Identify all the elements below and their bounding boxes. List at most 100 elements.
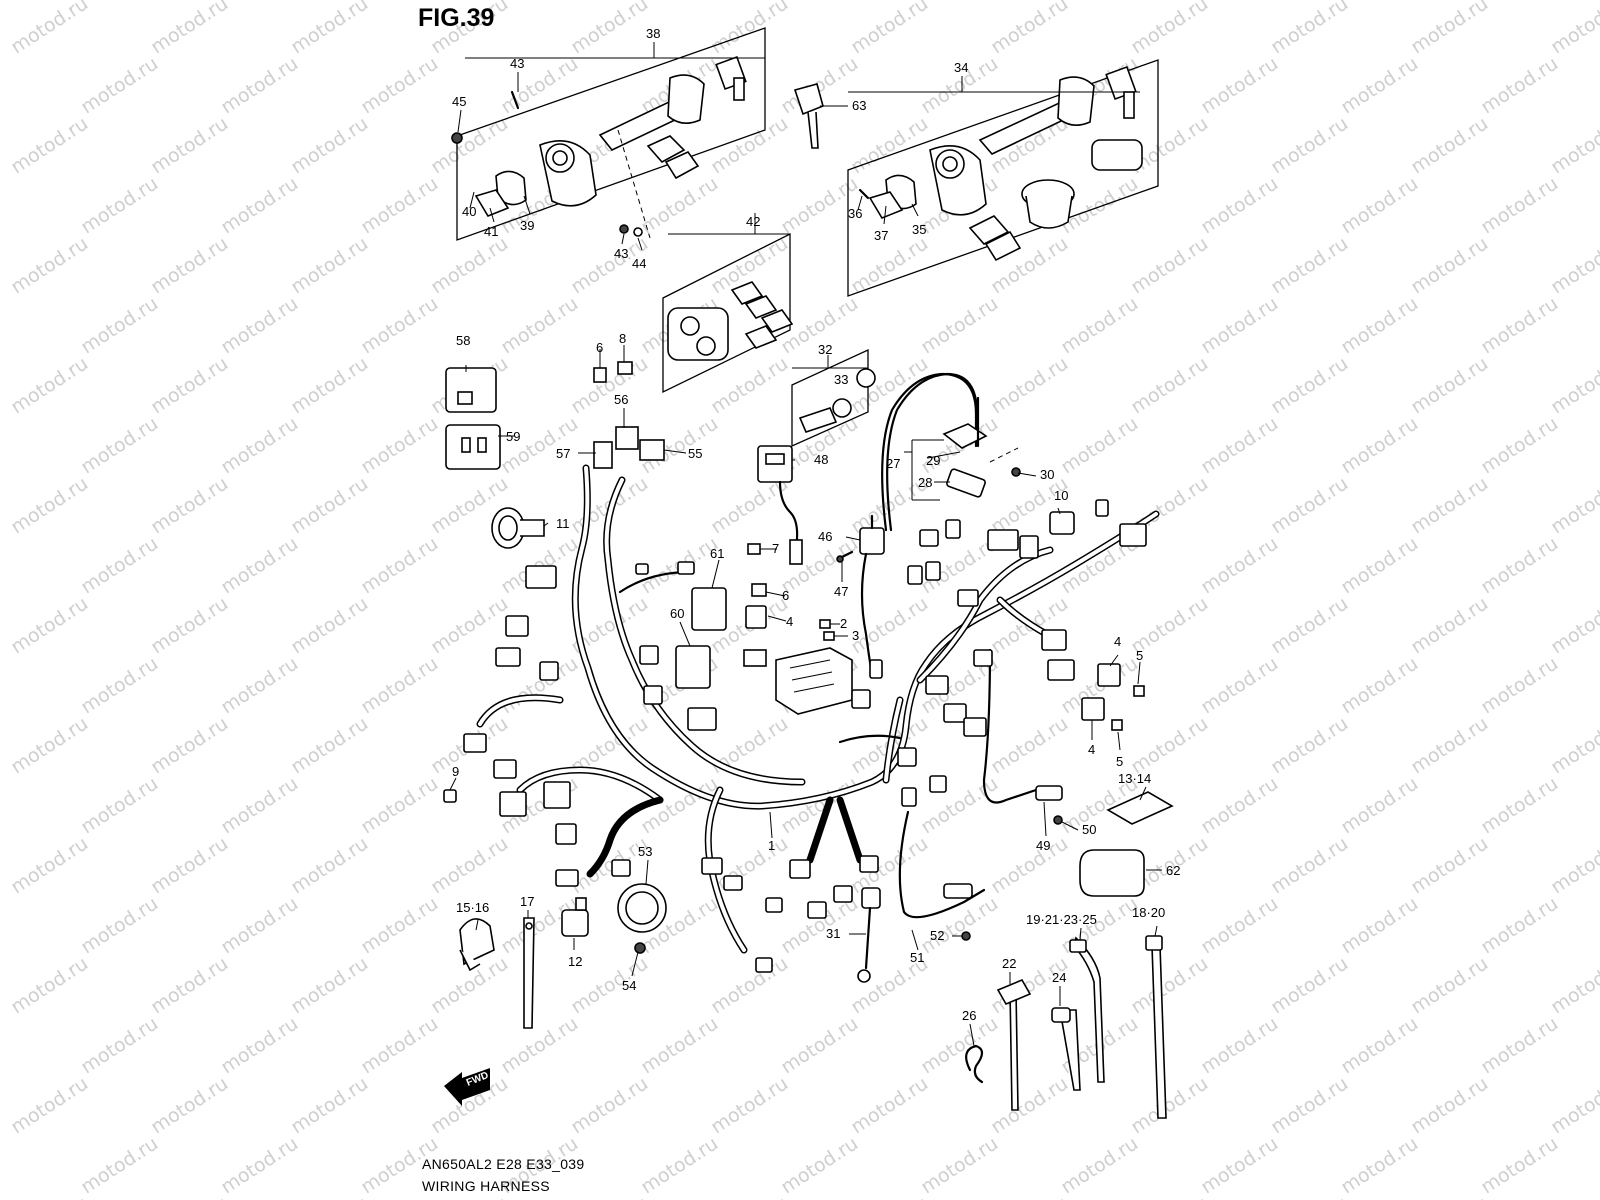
callout-58: 58: [456, 333, 470, 348]
fuse-8: [617, 361, 633, 375]
callout-13-14: 13·14: [1118, 771, 1151, 786]
ecu-62: [1079, 849, 1145, 897]
callout-10: 10: [1054, 488, 1068, 503]
callout-30: 30: [1040, 467, 1054, 482]
figure-title: FIG.39: [418, 4, 495, 32]
callout-45: 45: [452, 94, 466, 109]
figure-name: WIRING HARNESS: [422, 1178, 550, 1194]
callout-6-b: 6: [782, 588, 789, 603]
callout-43: 43: [510, 56, 524, 71]
callout-41: 41: [484, 224, 498, 239]
relay-10: [1049, 511, 1075, 535]
sensor-wire-51: [898, 810, 986, 919]
fuse-5-right-a: [1133, 685, 1145, 697]
callout-labels: 1 2 3 4 4 4 5 5 6 6 7 8 9 10 11 12 13·14…: [452, 26, 1180, 1089]
callout-42: 42: [746, 214, 760, 229]
callout-6: 6: [596, 340, 603, 355]
tie-18-20: [1145, 935, 1167, 1119]
callout-19-25: 19·21·23·25: [1026, 912, 1097, 927]
callout-46: 46: [818, 529, 832, 544]
fuse-holder-4-mid: [745, 605, 767, 629]
callout-29: 29: [926, 453, 940, 468]
callout-4: 4: [786, 614, 793, 629]
pad-13-14: [1106, 791, 1174, 825]
fuse-5-right-b: [1111, 719, 1123, 731]
sensor-49: [982, 648, 1063, 804]
ground-wire-31: [857, 887, 881, 983]
callout-24: 24: [1052, 970, 1066, 985]
callout-2: 2: [840, 616, 847, 631]
kit-box-42: [662, 232, 791, 394]
callout-55: 55: [688, 446, 702, 461]
screw-47: [836, 550, 854, 563]
callout-60: 60: [670, 606, 684, 621]
bolt-50: [1053, 815, 1063, 825]
tie-24: [1051, 1007, 1081, 1091]
callout-40: 40: [462, 204, 476, 219]
connector-48: [757, 445, 803, 565]
callout-9: 9: [452, 764, 459, 779]
kit-box-32: [791, 348, 869, 448]
kit-box-38: [456, 27, 766, 241]
callout-15-16: 15·16: [456, 900, 489, 915]
callout-49: 49: [1036, 838, 1050, 853]
callout-37: 37: [874, 228, 888, 243]
fuse-holder-4-right-a: [1097, 663, 1121, 687]
band-17: [523, 917, 535, 1029]
callout-36: 36: [848, 206, 862, 221]
cap-12: [561, 897, 589, 937]
ignition-switch-set-38: [451, 55, 747, 239]
callout-12: 12: [568, 954, 582, 969]
callout-17: 17: [520, 894, 534, 909]
callout-35: 35: [912, 222, 926, 237]
relay-60: [675, 645, 711, 689]
clip-26: [965, 1044, 984, 1084]
callout-18-20: 18·20: [1132, 905, 1165, 920]
callout-26: 26: [962, 1008, 976, 1023]
key-63: [793, 83, 824, 149]
grommet-11: [491, 507, 545, 549]
relay-61: [691, 587, 727, 631]
callout-53: 53: [638, 844, 652, 859]
callout-27: 27: [886, 456, 900, 471]
callout-34: 34: [954, 60, 968, 75]
fuse-holder-4-right-b: [1081, 697, 1105, 721]
callout-4-right-a: 4: [1114, 634, 1121, 649]
callout-43-b: 43: [614, 246, 628, 261]
callout-5: 5: [1136, 648, 1143, 663]
main-wiring-harness-1: [443, 464, 1160, 973]
switch-46: [859, 514, 885, 676]
callout-63: 63: [852, 98, 866, 113]
horn-53: [617, 883, 667, 954]
callout-33: 33: [834, 372, 848, 387]
figure-code: AN650AL2 E28 E33_039: [422, 1156, 585, 1172]
clamp-15-16: [459, 918, 495, 972]
callout-11: 11: [556, 516, 570, 531]
callout-52: 52: [930, 928, 944, 943]
callout-51: 51: [910, 950, 924, 965]
callout-7: 7: [772, 541, 779, 556]
callout-38: 38: [646, 26, 660, 41]
callout-44: 44: [632, 256, 646, 271]
callout-47: 47: [834, 584, 848, 599]
connector-56-group: [593, 426, 665, 469]
leader-lines: [449, 42, 1162, 1047]
callout-22: 22: [1002, 956, 1016, 971]
ignition-switch-set-34: [858, 65, 1143, 262]
callout-28: 28: [918, 475, 932, 490]
callout-59: 59: [506, 429, 520, 444]
tie-22: [996, 978, 1032, 1111]
callout-1: 1: [768, 838, 775, 853]
fuse-7: [747, 543, 761, 555]
callout-61: 61: [710, 546, 724, 561]
lock-set-42: [667, 281, 794, 361]
fuse-6-mid: [751, 583, 767, 597]
callout-39: 39: [520, 218, 534, 233]
relay-59: [445, 424, 501, 470]
cable-27: [881, 372, 1021, 532]
callout-31: 31: [826, 926, 840, 941]
callout-5-b: 5: [1116, 754, 1123, 769]
accessory-socket-32: [798, 368, 876, 433]
fuse-6-top: [593, 367, 607, 383]
